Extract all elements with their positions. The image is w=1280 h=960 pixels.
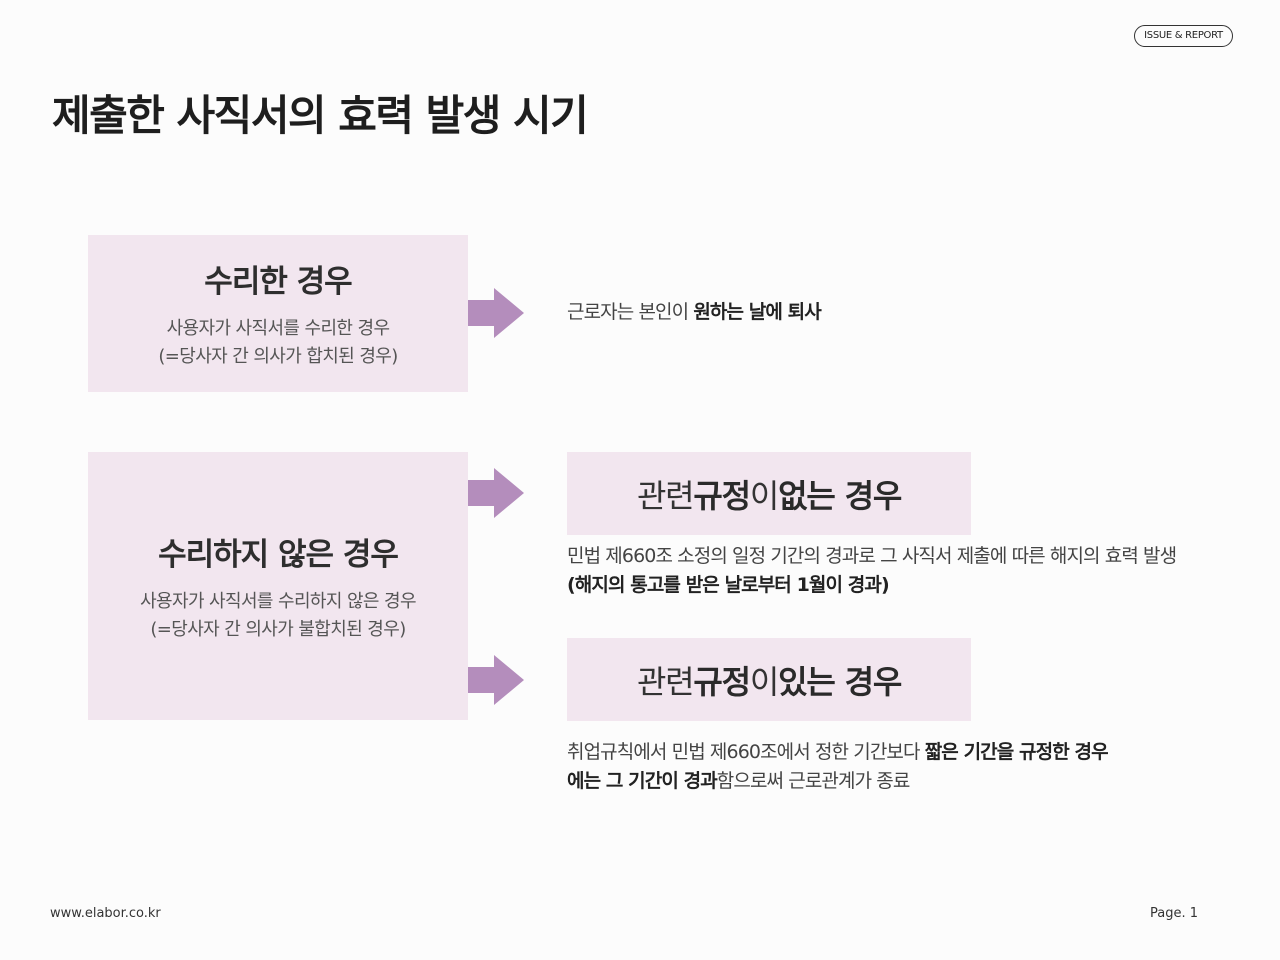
arrow-right-icon [468, 655, 524, 705]
has-rule-description: 취업규칙에서 민법 제660조에서 정한 기간보다 짧은 기간을 규정한 경우 … [567, 741, 1109, 792]
issue-report-badge: ISSUE & REPORT [1134, 25, 1233, 47]
footer-page-number: Page. 1 [1150, 906, 1199, 921]
footer-website: www.elabor.co.kr [50, 906, 161, 921]
not-accepted-case-box: 수리하지 않은 경우 사용자가 사직서를 수리하지 않은 경우 (=당사자 간 … [88, 452, 468, 720]
accepted-case-desc: 사용자가 사직서를 수리한 경우 (=당사자 간 의사가 합치된 경우) [158, 318, 398, 367]
accepted-case-heading: 수리한 경우 [204, 264, 352, 300]
not-accepted-case-desc: 사용자가 사직서를 수리하지 않은 경우 (=당사자 간 의사가 불합치된 경우… [140, 590, 416, 640]
accepted-case-box: 수리한 경우 사용자가 사직서를 수리한 경우 (=당사자 간 의사가 합치된 … [88, 235, 468, 392]
page-title: 제출한 사직서의 효력 발생 시기 [52, 91, 589, 140]
no-rule-description: 민법 제660조 소정의 일정 기간의 경과로 그 사직서 제출에 따른 해지의… [567, 545, 1177, 596]
not-accepted-case-heading: 수리하지 않은 경우 [158, 536, 399, 573]
arrow-right-icon [468, 468, 524, 518]
accepted-result: 근로자는 본인이 원하는 날에 퇴사 [567, 301, 822, 323]
arrow-right-icon [468, 288, 524, 338]
